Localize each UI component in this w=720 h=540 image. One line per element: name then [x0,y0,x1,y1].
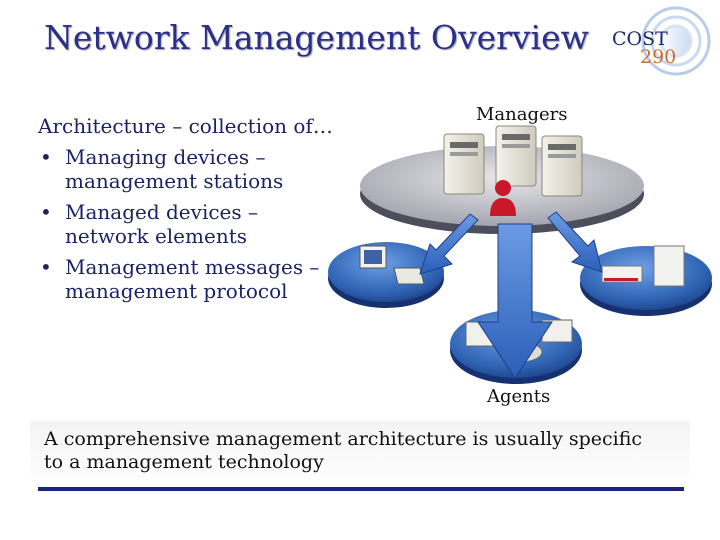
slide-title: Network Management Overview [44,18,589,57]
network-diagram [328,125,712,384]
person-icon [490,180,516,216]
bullet-item: Managed devices – network elements [38,200,368,248]
bullet-sub: management stations [65,169,284,193]
caption-line: A comprehensive management architecture … [44,428,643,450]
logo-text-number: 290 [640,46,677,68]
arrow-left-icon [419,213,479,275]
managers-label: Managers [476,104,568,125]
bullet-sub: network elements [65,224,248,248]
server-icon [541,135,583,197]
intro-text: Architecture – collection of… [38,114,333,138]
arrow-down-icon [477,223,553,379]
caption-box [30,421,690,489]
cost-logo-icon [641,6,711,76]
logo-text-cost: COST [612,28,668,50]
bullet-main: Managing devices – [65,145,266,169]
network-elements-disc-icon [580,245,712,316]
bottom-rule [38,487,684,491]
arrow-right-icon [547,211,603,273]
workstations-disc-icon [328,242,444,308]
bullet-item: Management messages – management protoco… [38,255,368,303]
bullet-list: Architecture – collection of… Managing d… [38,114,368,310]
bullet-main: Management messages – [65,255,320,279]
agents-label: Agents [487,386,551,407]
server-icon [443,133,485,195]
server-icon [495,125,537,187]
caption-text: A comprehensive management architecture … [44,428,684,474]
bullet-main: Managed devices – [65,200,258,224]
bullet-item: Managing devices – management stations [38,145,368,193]
caption-line: to a management technology [44,451,324,473]
bullet-sub: management protocol [65,279,288,303]
